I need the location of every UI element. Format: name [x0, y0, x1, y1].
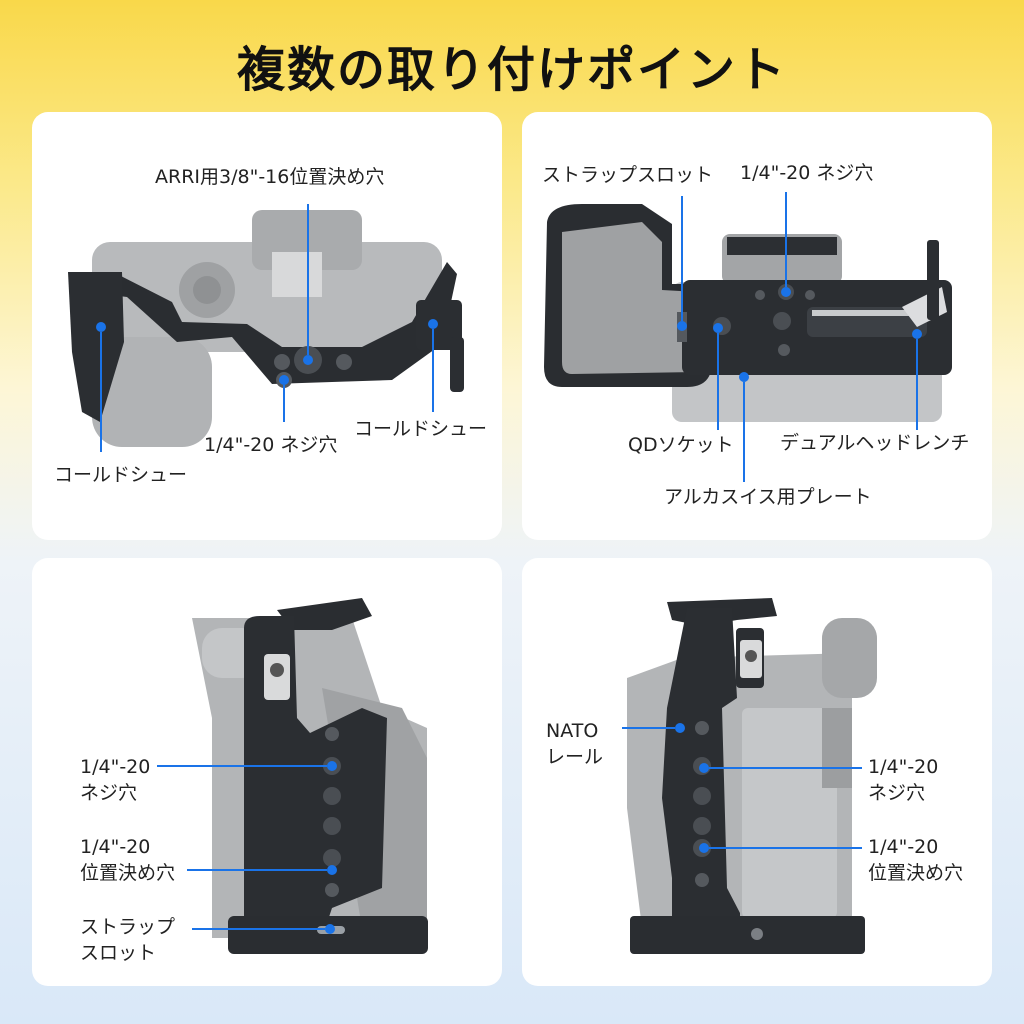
qd-socket-label: QDソケット [628, 434, 734, 456]
top-view-panel: ARRI用3/8"-16位置決め穴 1/4"-20 ネジ穴 コールドシュー コー… [32, 112, 502, 540]
strap-slot-label: ストラップ スロット [80, 916, 176, 964]
thread-hole-label: 1/4"-20 ネジ穴 [204, 434, 338, 456]
nato-rail-label: NATO レール [546, 720, 604, 768]
cold-shoe-left-label: コールドシュー [54, 464, 188, 486]
dual-head-wrench-label: デュアルヘッドレンチ [780, 432, 970, 454]
strap-slot-label: ストラップスロット [542, 164, 714, 186]
camera-cage-bottom-view-image [544, 192, 952, 482]
camera-cage-top-view-image [68, 204, 464, 452]
camera-cage-side-view-image [157, 598, 428, 954]
bottom-view-panel: ストラップスロット 1/4"-20 ネジ穴 QDソケット デュアルヘッドレンチ … [522, 112, 992, 540]
locating-hole-label: 1/4"-20 位置決め穴 [868, 836, 964, 884]
thread-hole-label: 1/4"-20 ネジ穴 [80, 756, 151, 804]
thread-hole-label: 1/4"-20 ネジ穴 [740, 162, 874, 184]
arca-swiss-plate-label: アルカスイス用プレート [664, 486, 872, 508]
camera-cage-side-view-image [622, 598, 877, 954]
page-title: 複数の取り付けポイント [236, 42, 787, 98]
side-view-left-panel: NATO レール 1/4"-20 ネジ穴 1/4"-20 位置決め穴 [522, 558, 992, 986]
cold-shoe-right-label: コールドシュー [354, 418, 488, 440]
arri-locating-hole-label: ARRI用3/8"-16位置決め穴 [155, 166, 385, 188]
thread-hole-label: 1/4"-20 ネジ穴 [868, 756, 939, 804]
locating-hole-label: 1/4"-20 位置決め穴 [80, 836, 176, 884]
side-view-right-panel: 1/4"-20 ネジ穴 1/4"-20 位置決め穴 ストラップ スロット [32, 558, 502, 986]
